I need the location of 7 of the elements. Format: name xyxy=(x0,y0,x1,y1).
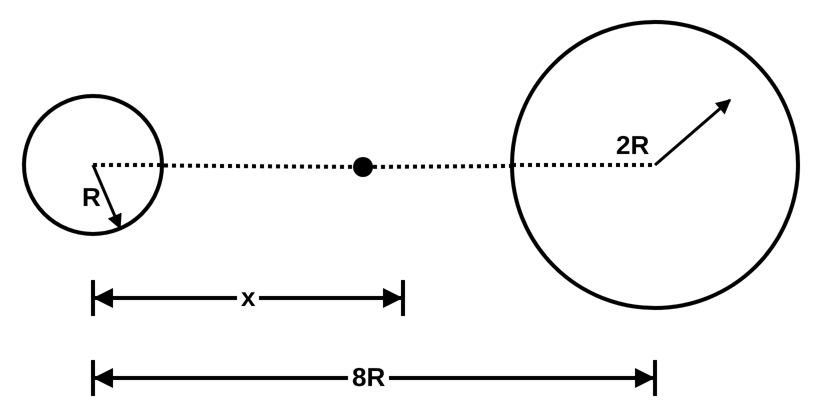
radius-label: 2R xyxy=(615,132,650,158)
center-line xyxy=(164,164,354,169)
center-line xyxy=(372,164,510,169)
center-of-mass-dot xyxy=(353,157,373,177)
sphere-circle xyxy=(510,20,800,310)
sphere-circle xyxy=(22,94,164,236)
radius-label: R xyxy=(81,184,102,210)
